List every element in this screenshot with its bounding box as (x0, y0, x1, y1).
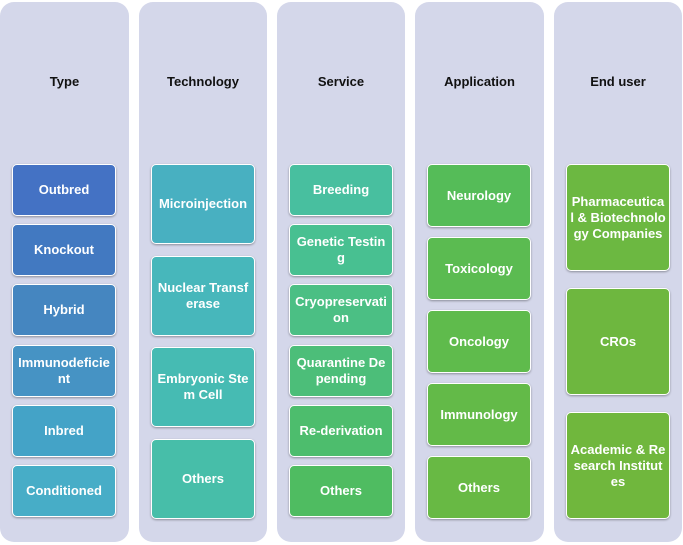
technology-box-label: Embryonic Stem Cell (157, 371, 249, 402)
type-box-label: Conditioned (26, 483, 102, 498)
service-box-genetic-testing: Genetic Testing (289, 224, 393, 276)
type-box-outbred: Outbred (12, 164, 116, 216)
service-box-others: Others (289, 465, 393, 517)
application-box-label: Neurology (446, 187, 512, 203)
application-box-immunology: Immunology (427, 383, 531, 446)
application-box-label: Oncology (449, 333, 509, 349)
application-box-toxicology: Toxicology (427, 237, 531, 300)
column-type: Type Outbred Knockout Hybrid Immunodefic… (0, 2, 129, 542)
type-box-label: Outbred (38, 182, 90, 197)
type-box-knockout: Knockout (12, 224, 116, 276)
column-title-technology: Technology (167, 74, 239, 89)
enduser-box-cros: CROs (566, 288, 670, 395)
enduser-box-label: Pharmaceutical & Biotechnology Companies (570, 193, 666, 241)
application-box-neurology: Neurology (427, 164, 531, 227)
type-box-label: Hybrid (43, 302, 85, 317)
column-title-application: Application (444, 74, 515, 89)
technology-box-label: Nuclear Transferase (157, 280, 249, 311)
column-technology: Technology Microinjection Nuclear Transf… (139, 2, 267, 542)
application-box-oncology: Oncology (427, 310, 531, 373)
type-box-inbred: Inbred (12, 405, 116, 457)
column-application: Application Neurology Toxicology Oncolog… (415, 2, 544, 542)
type-box-label: Knockout (34, 242, 94, 257)
service-box-label: Others (320, 483, 362, 498)
technology-box-embryonic-stem-cell: Embryonic Stem Cell (151, 347, 255, 427)
type-box-label: Immunodeficient (18, 355, 110, 386)
application-box-label: Toxicology (445, 260, 513, 276)
service-box-label: Cryopreservation (295, 294, 387, 325)
technology-box-microinjection: Microinjection (151, 164, 255, 244)
enduser-box-label: Academic & Research Institutes (570, 441, 666, 489)
technology-box-others: Others (151, 439, 255, 519)
technology-box-label: Others (182, 471, 224, 486)
type-box-label: Inbred (44, 423, 84, 438)
service-box-cryopreservation: Cryopreservation (289, 284, 393, 336)
column-title-service: Service (317, 74, 365, 89)
enduser-box-academic-research: Academic & Research Institutes (566, 412, 670, 519)
service-box-label: Quarantine Depending (296, 355, 386, 386)
technology-box-nuclear-transferase: Nuclear Transferase (151, 256, 255, 336)
column-end-user: End user Pharmaceutical & Biotechnology … (554, 2, 682, 542)
column-title-type: Type (49, 74, 80, 89)
service-box-quarantine-depending: Quarantine Depending (289, 345, 393, 397)
column-service: Service Breeding Genetic Testing Cryopre… (277, 2, 405, 542)
service-box-label: Breeding (312, 182, 370, 197)
type-box-hybrid: Hybrid (12, 284, 116, 336)
service-box-label: Re-derivation (299, 423, 383, 438)
type-box-immunodeficient: Immunodeficient (12, 345, 116, 397)
service-box-breeding: Breeding (289, 164, 393, 216)
service-box-label: Genetic Testing (296, 234, 386, 265)
application-box-label: Immunology (440, 406, 518, 422)
technology-box-label: Microinjection (158, 196, 248, 211)
application-box-others: Others (427, 456, 531, 519)
enduser-box-pharma-biotech: Pharmaceutical & Biotechnology Companies (566, 164, 670, 271)
service-box-re-derivation: Re-derivation (289, 405, 393, 457)
enduser-box-label: CROs (599, 333, 637, 349)
application-box-label: Others (458, 479, 500, 495)
type-box-conditioned: Conditioned (12, 465, 116, 517)
column-title-end-user: End user (590, 74, 646, 89)
